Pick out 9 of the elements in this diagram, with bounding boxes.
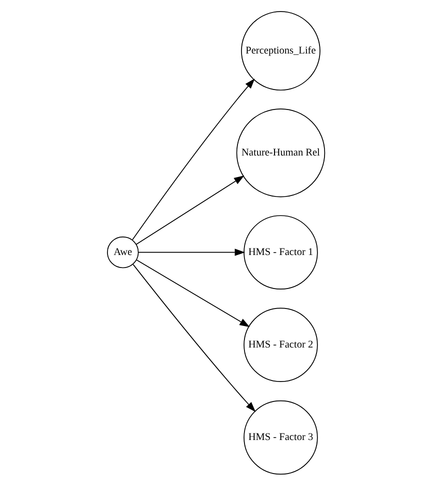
node-circle: HMS - Factor 1 — [244, 215, 318, 290]
arrow — [136, 259, 250, 328]
node-circle: HMS - Factor 2 — [244, 308, 318, 382]
arrow — [138, 248, 246, 256]
arrow — [136, 176, 244, 245]
arrow — [132, 78, 255, 240]
node-circle: Nature-Human Rel — [236, 108, 326, 198]
node-circle: Awe — [107, 236, 139, 268]
arrow — [132, 264, 256, 412]
